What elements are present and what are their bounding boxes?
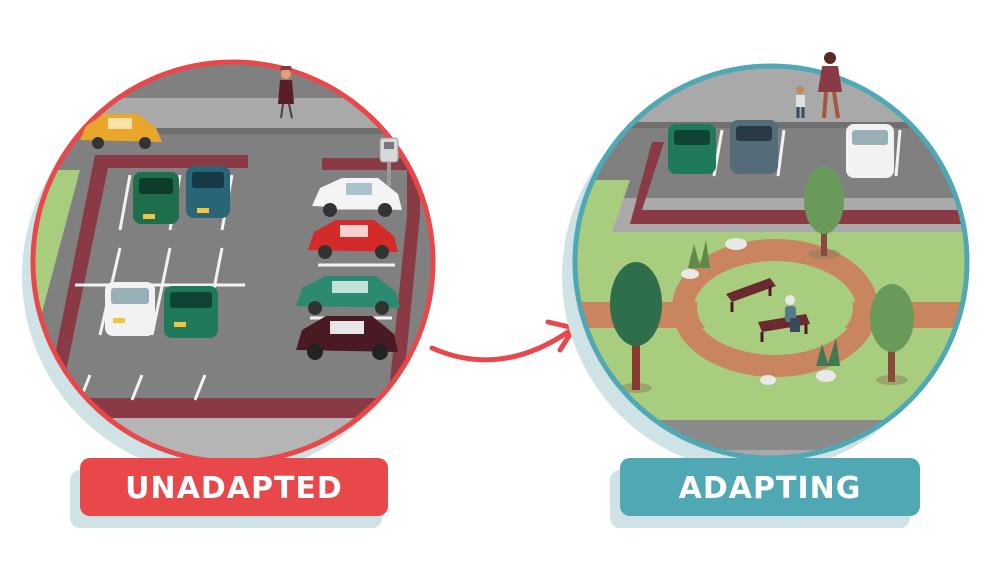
car-icon <box>105 282 155 336</box>
rock-icon <box>725 238 747 250</box>
seated-person-icon <box>785 295 800 332</box>
parking-lot-wall <box>386 215 420 420</box>
car-icon <box>668 124 716 174</box>
car-icon <box>312 178 402 217</box>
rock-icon <box>760 375 776 385</box>
car-icon <box>133 172 179 224</box>
car-icon <box>186 166 230 218</box>
car-icon <box>730 120 778 174</box>
unadapted-panel: UNADAPTED <box>22 59 436 528</box>
adapting-label: ADAPTING <box>679 471 862 506</box>
adapting-panel: ADAPTING <box>562 52 970 528</box>
car-icon <box>164 286 218 338</box>
car-icon <box>308 220 398 259</box>
park-scene <box>575 66 967 458</box>
car-icon <box>296 276 400 315</box>
parking-lot-wall <box>34 398 405 418</box>
tree-icon <box>804 166 844 259</box>
bush-icon <box>816 338 840 366</box>
car-icon <box>80 114 162 149</box>
rock-icon <box>681 269 699 279</box>
bench-icon <box>726 278 776 312</box>
tree-icon <box>870 284 914 385</box>
unadapted-label-box <box>80 458 388 516</box>
parking-meter-icon <box>379 137 399 186</box>
tree-icon <box>610 262 662 393</box>
car-icon <box>296 316 398 360</box>
adapting-label-box <box>620 458 920 516</box>
pedestrian-icon <box>278 66 294 119</box>
unadapted-label: UNADAPTED <box>125 471 343 506</box>
parking-lot-wall <box>46 155 248 400</box>
pedestrian-icon <box>796 86 805 118</box>
car-icon <box>846 124 894 178</box>
bush-icon <box>688 240 710 268</box>
park-wall <box>630 142 967 224</box>
pedestrian-icon <box>818 52 842 119</box>
rock-icon <box>816 370 836 382</box>
transition-arrow <box>429 319 577 363</box>
